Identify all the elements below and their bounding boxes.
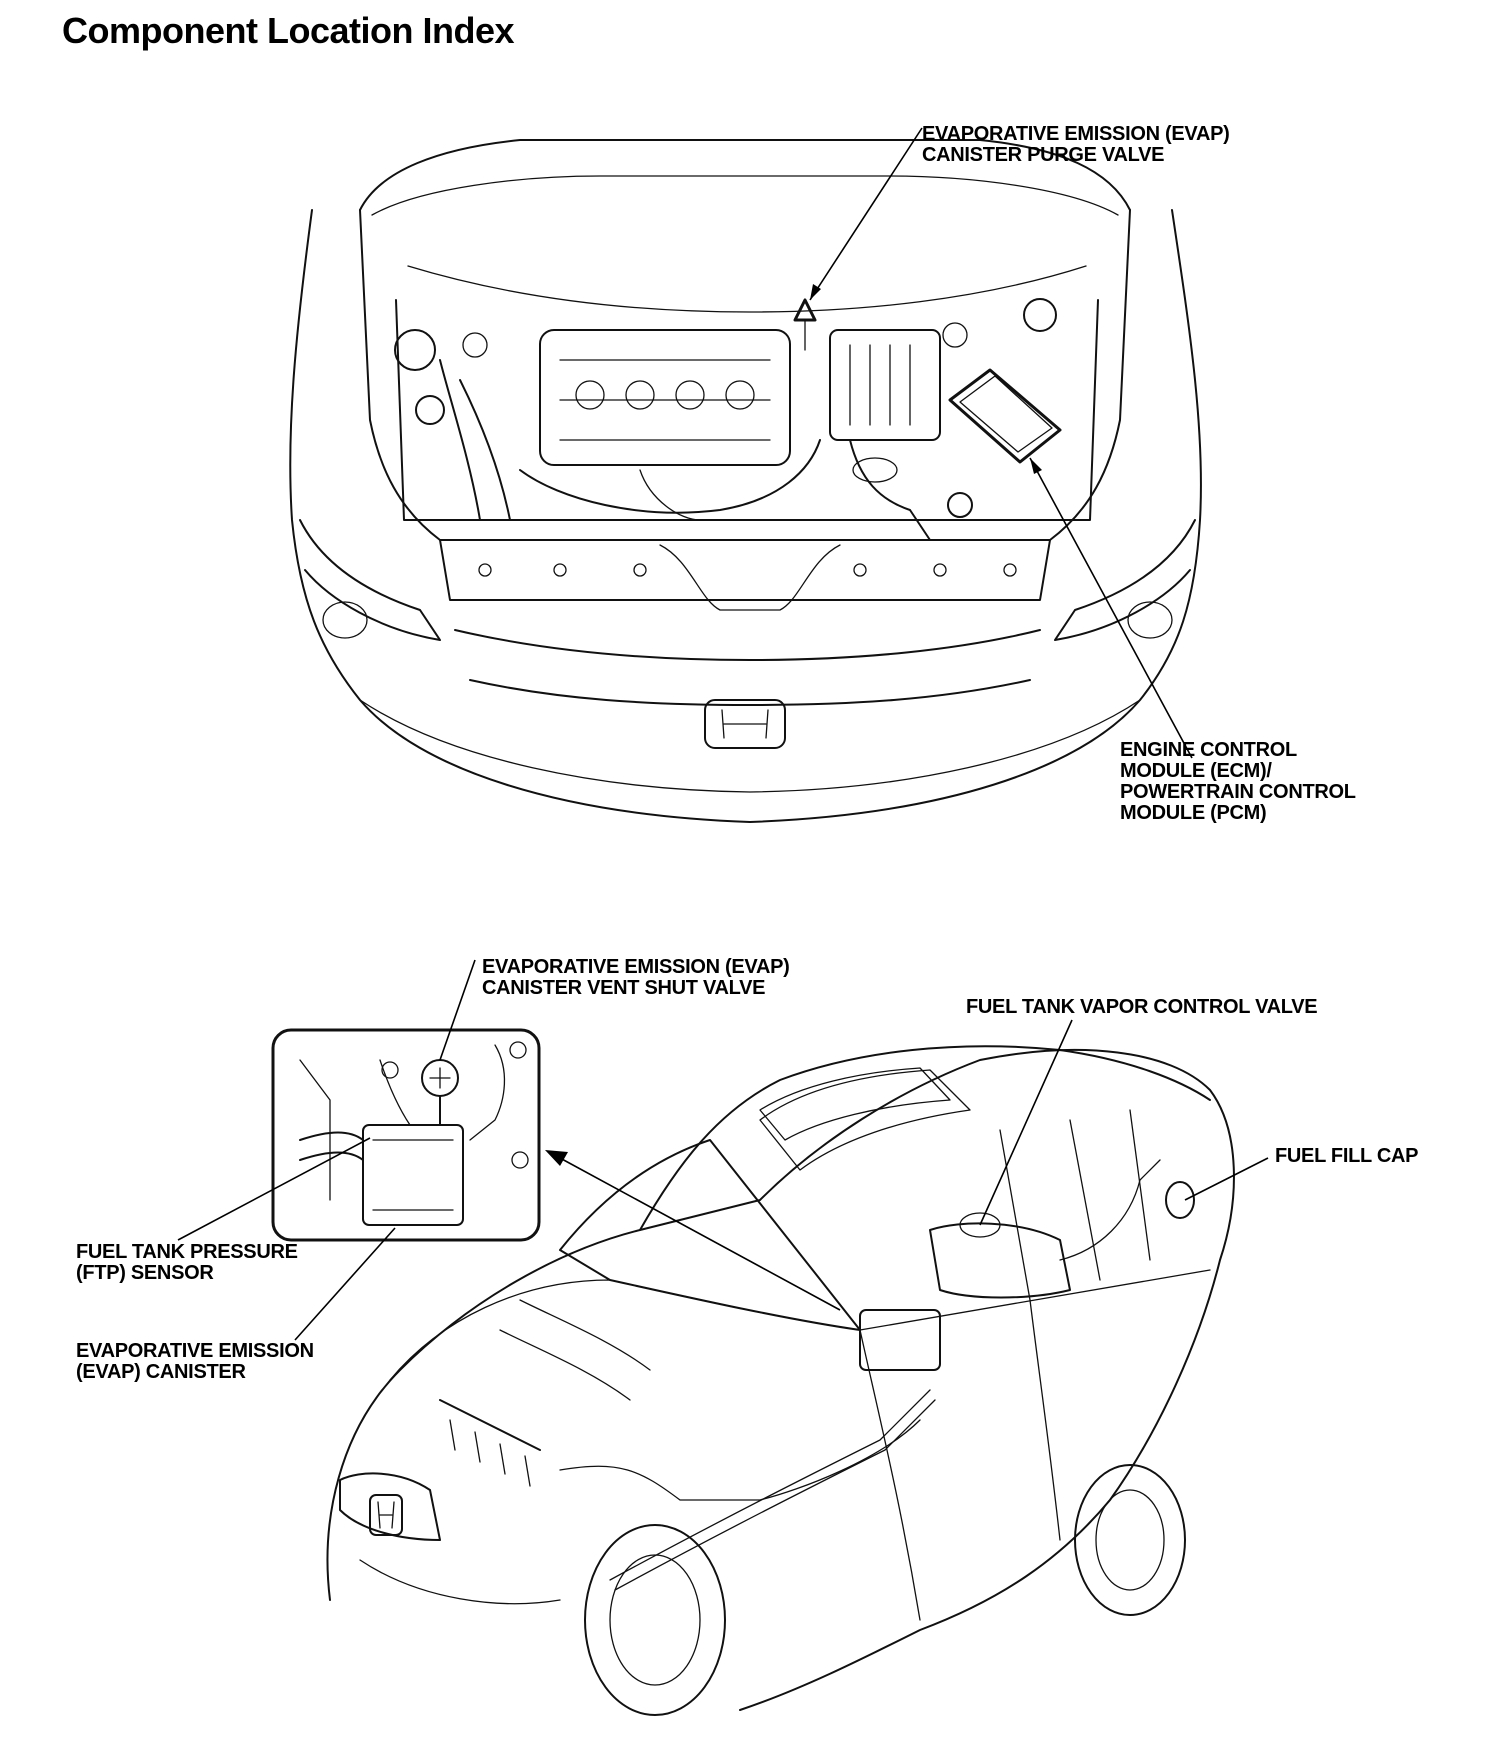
leader-evap-canister (294, 1227, 396, 1341)
callout-ftp-sensor: FUEL TANK PRESSURE (FTP) SENSOR (76, 1241, 298, 1284)
leader-vent-shut-valve (439, 959, 476, 1061)
leader-vapor-control-valve (979, 1019, 1073, 1226)
leader-ecm (1029, 457, 1193, 759)
leader-ftp-sensor (177, 1137, 371, 1241)
evap-canister-inset (271, 1028, 541, 1242)
engine-bay-drawing (289, 139, 1202, 823)
leader-fuel-fill-cap (1184, 1157, 1269, 1201)
callout-fuel-tank-vapor-control-valve: FUEL TANK VAPOR CONTROL VALVE (966, 996, 1318, 1018)
callout-evap-canister: EVAPORATIVE EMISSION (EVAP) CANISTER (76, 1340, 314, 1383)
callout-ecm-pcm: ENGINE CONTROL MODULE (ECM)/ POWERTRAIN … (1120, 739, 1356, 824)
callout-evap-vent-shut-valve: EVAPORATIVE EMISSION (EVAP) CANISTER VEN… (482, 956, 790, 999)
leader-inset-arrow (559, 1157, 841, 1311)
callout-fuel-fill-cap: FUEL FILL CAP (1275, 1145, 1419, 1167)
leader-purge-valve (809, 127, 923, 301)
callout-evap-purge-valve: EVAPORATIVE EMISSION (EVAP) CANISTER PUR… (922, 123, 1230, 166)
page-title: Component Location Index (62, 10, 515, 51)
vehicle-drawing (326, 1045, 1235, 1716)
